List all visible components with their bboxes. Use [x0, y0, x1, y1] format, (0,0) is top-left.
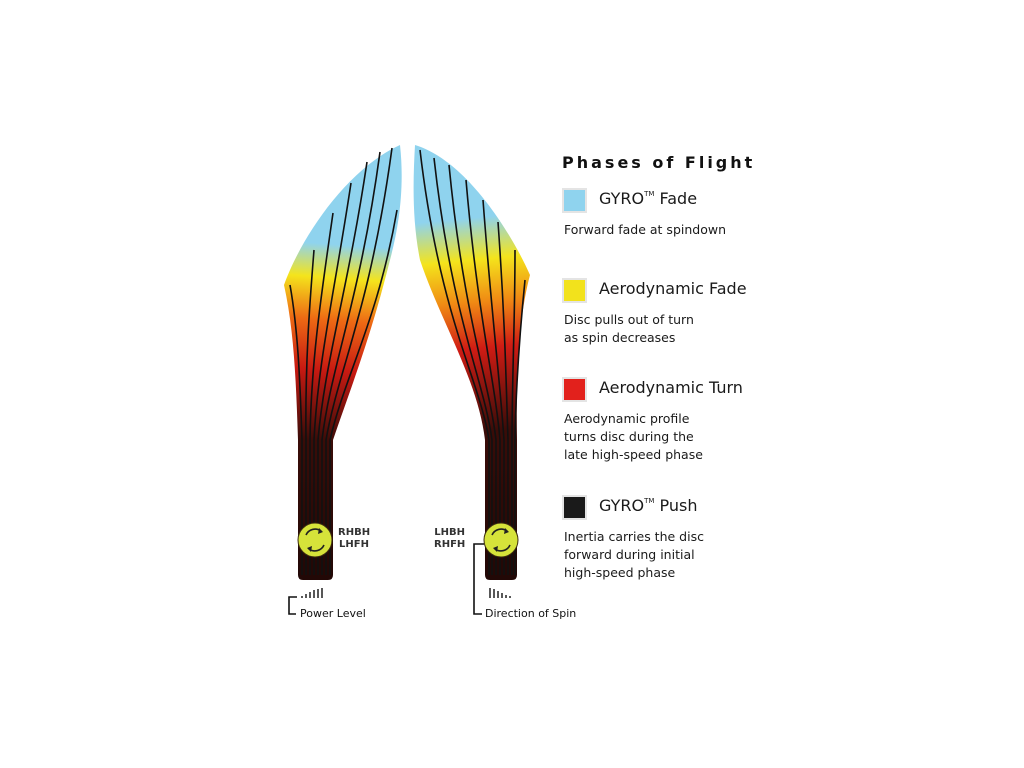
aerodynamic-turn-swatch	[562, 377, 587, 402]
right-flight-path	[413, 145, 530, 580]
direction-of-spin-icon	[489, 588, 511, 598]
legend-item-description: Disc pulls out of turn as spin decreases	[564, 312, 694, 345]
legend-item-description: Inertia carries the disc forward during …	[564, 529, 704, 580]
direction-of-spin-bracket	[473, 543, 484, 615]
power-level-icon	[301, 588, 323, 598]
hand-label-line: LHFH	[339, 539, 369, 550]
right-streamline	[465, 179, 501, 575]
right-streamline	[419, 149, 490, 575]
gyro-push-swatch	[562, 495, 587, 520]
power-level-label: Power Level	[300, 607, 366, 620]
left-streamline	[321, 151, 381, 575]
legend-item-name: Aerodynamic Fade	[599, 279, 747, 298]
right-streamline	[497, 221, 509, 575]
power-level-bracket	[288, 596, 297, 615]
left-streamline	[309, 212, 334, 575]
left-streamline	[289, 284, 303, 575]
legend-item-description: Forward fade at spindown	[564, 222, 727, 237]
right-hand-label: LHBH RHFH	[434, 527, 465, 551]
left-streamline	[325, 147, 393, 575]
right-disc-icon	[483, 522, 519, 558]
hand-label-line: RHBH	[338, 527, 371, 538]
legend-title: Phases of Flight	[562, 153, 756, 172]
hand-label-line: LHBH	[434, 527, 465, 538]
aerodynamic-fade-swatch	[562, 278, 587, 303]
left-streamline	[317, 161, 368, 575]
left-hand-label: RHBH LHFH	[338, 527, 370, 551]
left-disc-icon	[297, 522, 333, 558]
left-streamlines	[289, 147, 398, 575]
right-streamline	[514, 279, 526, 575]
legend-item-name: GYROTM Fade	[599, 189, 698, 208]
right-streamline	[448, 164, 497, 575]
direction-of-spin-label: Direction of Spin	[485, 607, 577, 620]
gyro-fade-swatch	[562, 188, 587, 213]
left-streamline	[313, 182, 352, 575]
left-streamline	[329, 209, 398, 575]
right-streamline	[433, 157, 493, 575]
left-flight-path	[284, 145, 402, 580]
hand-label-line: RHFH	[434, 539, 466, 550]
legend-item-description: Aerodynamic profile turns disc during th…	[564, 411, 703, 462]
right-streamline	[511, 249, 516, 575]
right-streamlines	[419, 149, 526, 575]
legend-item-name: GYROTM Push	[599, 496, 698, 515]
left-streamline	[305, 249, 315, 575]
right-streamline	[482, 199, 505, 575]
legend-item-name: Aerodynamic Turn	[599, 378, 743, 397]
